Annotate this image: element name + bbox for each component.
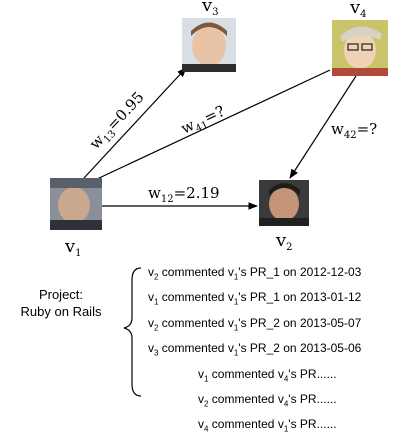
edge-v4-v2 [289, 75, 357, 179]
node-label-v4: v4 [349, 0, 367, 20]
event-item: v2 commented v1's PR_1 on 2012-12-03 [148, 265, 362, 282]
event-item: v1 commented v4's PR...... [198, 366, 337, 383]
project-label: Project: Ruby on Rails [12, 286, 110, 320]
node-label-v3: v3 [201, 0, 219, 18]
edge-v1-v3 [83, 67, 187, 179]
node-label-v1: v1 [64, 236, 82, 259]
project-brace [123, 267, 142, 397]
event-item: v4 commented v1's PR...... [198, 417, 337, 434]
avatar-v2 [259, 180, 309, 226]
avatar-v3 [182, 18, 236, 72]
project-label-line2: Ruby on Rails [20, 304, 102, 319]
edge-label-w42: w42=? [331, 120, 377, 141]
user-interaction-graph: v3 v4 v1 v2 w13=0.95 w41=? w42=? w12=2.1… [50, 0, 388, 397]
node-label-v2: v2 [275, 230, 293, 253]
edge-label-w12: w12=2.19 [148, 184, 220, 205]
avatar-v1 [50, 178, 102, 230]
avatar-v4 [332, 20, 388, 76]
edge-label-w13: w13=0.95 [86, 88, 150, 155]
event-item: v1 commented v1's PR_1 on 2013-01-12 [148, 290, 362, 307]
edge-v4-v1 [81, 69, 331, 187]
project-label-line1: Project: [38, 287, 84, 302]
event-item: v3 commented v1's PR_2 on 2013-05-06 [148, 341, 362, 358]
comment-event-list: v2 commented v1's PR_1 on 2012-12-03 v1 … [148, 262, 403, 440]
event-item: v2 commented v1's PR_2 on 2013-05-07 [148, 315, 362, 333]
